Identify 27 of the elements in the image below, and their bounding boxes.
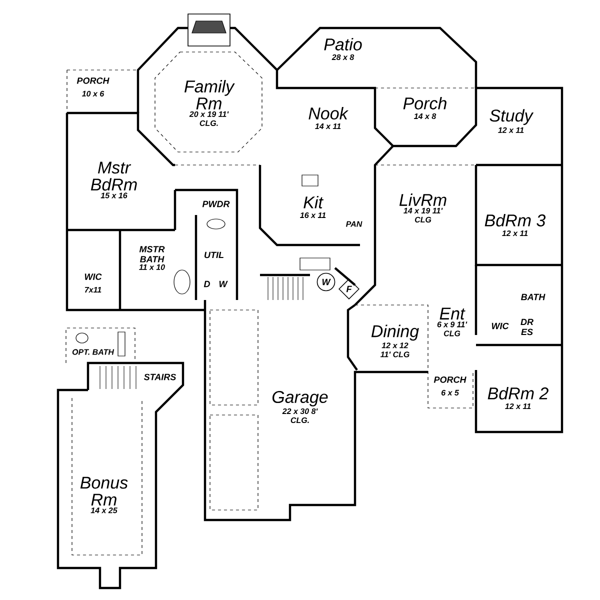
room-label: DR ES [520,318,534,336]
room-label: PORCH 10 x 6 [76,78,110,96]
room-label: Bonus Rm 14 x 25 [80,476,128,514]
room-label: OPT. BATH [72,349,114,355]
room-label: Study 12 x 11 [490,109,534,133]
room-label: UTIL [204,252,224,258]
room-label: Garage 22 x 30 8' CLG. [272,390,328,424]
room-label: Porch 14 x 8 [403,96,446,120]
room-label: PWDR [202,200,230,208]
room-label: PORCH 6 x 5 [434,376,466,396]
room-label: Ent 6 x 9 11' CLG [437,308,468,336]
room-label: BdRm 3 12 x 11 [484,214,546,236]
room-label: LivRm 14 x 19 11' CLG [399,194,446,222]
room-label: WIC 7x11 [84,274,102,292]
room-label: Patio 28 x 8 [324,38,362,60]
room-label: STAIRS [144,374,176,380]
room-label: BATH [521,294,546,300]
room-label: PAN [346,221,362,227]
room-label: Kit 16 x 11 [300,196,326,218]
room-label: Nook 14 x 11 [308,107,349,129]
room-label: WIC [492,322,509,330]
room-label: MSTR BATH 11 x 10 [139,246,165,270]
room-label: BdRm 2 12 x 11 [488,387,548,410]
room-label: Dining 12 x 12 11' CLG [371,324,419,358]
room-label: D [204,280,210,288]
room-label: W [219,280,228,288]
room-label: Mstr BdRm 15 x 16 [90,162,137,198]
